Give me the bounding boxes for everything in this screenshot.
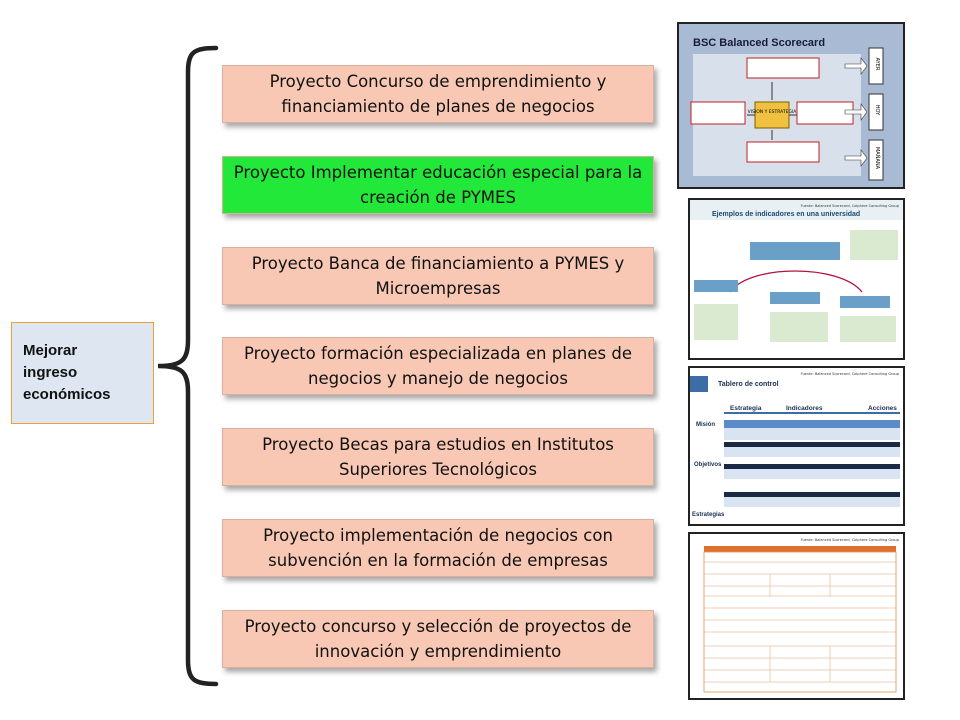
- project-label: Proyecto Banca de financiamiento a PYMES…: [251, 254, 625, 298]
- tablero-source: Fuente: Balanced Scorecard, Colphere Con…: [801, 372, 900, 376]
- root-concept-label: Mejorar ingreso económicos: [23, 342, 111, 403]
- tablero-control-thumbnail: Fuente: Balanced Scorecard, Colphere Con…: [688, 366, 905, 526]
- indicadores-thumbnail: Fuente: Balanced Scorecard, Colphere Con…: [688, 198, 905, 360]
- project-label: Proyecto Becas para estudios en Institut…: [262, 435, 614, 479]
- tablero-header-indicadores: Indicadores: [786, 405, 823, 412]
- indicadores-source: Fuente: Balanced Scorecard, Colphere Con…: [801, 204, 900, 208]
- tablero-header-acciones: Acciones: [868, 405, 897, 412]
- project-label: Proyecto concurso y selección de proyect…: [244, 617, 632, 661]
- tablero-row-mision: Misión: [696, 422, 715, 428]
- project-box: Proyecto Concurso de emprendimiento y fi…: [222, 65, 654, 123]
- project-box: Proyecto Implementar educación especial …: [222, 156, 654, 214]
- bsc-side-manana: MAÑANA: [874, 147, 881, 170]
- bsc-side-hoy: HOY: [874, 105, 880, 116]
- project-box: Proyecto formación especializada en plan…: [222, 337, 654, 395]
- project-label: Proyecto Implementar educación especial …: [233, 163, 643, 207]
- bsc-side-ayer: AYER: [874, 58, 880, 71]
- project-label: Proyecto implementación de negocios con …: [263, 526, 613, 570]
- curly-brace: [157, 45, 219, 687]
- bsc-title: BSC Balanced Scorecard: [693, 37, 825, 49]
- tablero-row-estrategias: Estrategias: [692, 512, 725, 518]
- project-box: Proyecto implementación de negocios con …: [222, 519, 654, 577]
- project-box: Proyecto Banca de financiamiento a PYMES…: [222, 247, 654, 305]
- indicadores-title: Ejemplos de indicadores en una universid…: [712, 211, 860, 218]
- project-box: Proyecto Becas para estudios en Institut…: [222, 428, 654, 486]
- ficha-source: Fuente: Balanced Scorecard, Colphere Con…: [801, 538, 900, 542]
- tablero-row-objetivos: Objetivos: [694, 462, 722, 468]
- project-label: Proyecto Concurso de emprendimiento y fi…: [269, 72, 607, 116]
- bsc-center-label: VISION Y ESTRATEGIA: [748, 109, 798, 115]
- project-box: Proyecto concurso y selección de proyect…: [222, 610, 654, 668]
- project-label: Proyecto formación especializada en plan…: [243, 344, 633, 388]
- ficha-proyecto-thumbnail: Fuente: Balanced Scorecard, Colphere Con…: [688, 532, 905, 700]
- tablero-title: Tablero de control: [718, 381, 779, 388]
- bsc-scorecard-thumbnail: BSC Balanced Scorecard VISION Y ESTRATEG…: [677, 22, 905, 189]
- root-concept-box: Mejorar ingreso económicos: [11, 322, 154, 424]
- tablero-header-estrategia: Estrategia: [730, 405, 762, 412]
